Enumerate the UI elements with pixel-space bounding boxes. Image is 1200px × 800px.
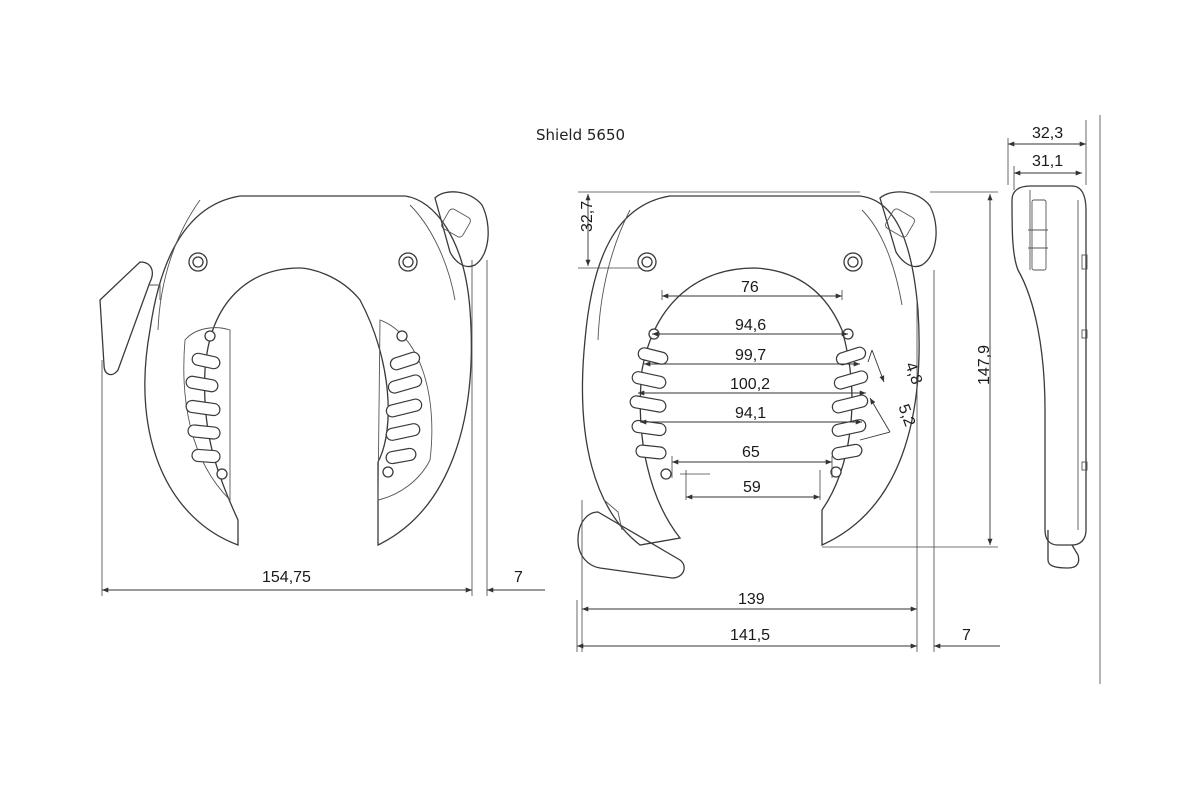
middle-view-lock [577,191,937,579]
dim-height: 147,9 [976,345,993,385]
dim-inner-width: 139 [738,591,765,608]
drawing-title: Shield 5650 [536,126,625,144]
dim-99-7: 99,7 [735,347,766,364]
dim-rear-gap: 7 [962,627,971,644]
dim-outer-width: 141,5 [730,627,770,644]
dim-100-2: 100,2 [730,376,770,393]
dim-front-width: 154,75 [262,569,311,586]
middle-dimensions: 32,7 76 94,6 99,7 100,2 94,1 65 59 4,8 5… [576,191,1000,652]
dim-65: 65 [742,444,760,461]
dim-side-width-outer: 32,3 [1032,125,1063,142]
dim-5-2: 5,2 [894,402,918,429]
front-view-lock [99,191,489,547]
dim-side-width-inner: 31,1 [1032,153,1063,170]
front-release-lever [99,261,153,376]
dim-4-8: 4,8 [901,360,925,387]
side-view-lock [1011,185,1088,569]
front-lock-cylinder [434,191,489,268]
dim-59: 59 [743,479,761,496]
dim-front-gap: 7 [514,569,523,586]
side-dimensions: 32,3 31,1 [1007,115,1101,684]
dim-top-offset: 32,7 [579,201,596,232]
dim-94-6: 94,6 [735,317,766,334]
dim-94-1: 94,1 [735,405,766,422]
dim-76: 76 [741,279,759,296]
front-dimensions: 154,75 7 [101,260,545,596]
